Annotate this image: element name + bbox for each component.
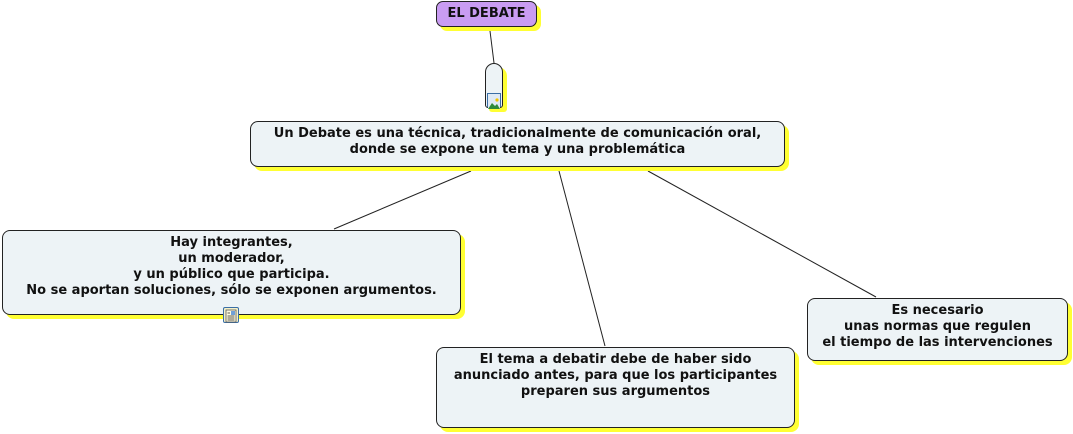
connector-main-to-bottom xyxy=(558,170,606,347)
connector-main-to-right xyxy=(647,170,877,298)
participants-node-label: Hay integrantes, un moderador, y un públ… xyxy=(26,235,437,298)
title-node[interactable]: EL DEBATE xyxy=(436,1,537,27)
connector-main-to-left xyxy=(333,170,472,230)
rules-node[interactable]: Es necesario unas normas que regulen el … xyxy=(807,298,1068,361)
main-node-label: Un Debate es una técnica, tradicionalmen… xyxy=(273,126,762,157)
announce-node[interactable]: El tema a debatir debe de haber sido anu… xyxy=(436,347,795,428)
image-icon[interactable] xyxy=(487,93,501,109)
connector-title-to-pill xyxy=(489,30,495,64)
rules-node-label: Es necesario unas normas que regulen el … xyxy=(822,303,1053,350)
title-node-label: EL DEBATE xyxy=(447,6,526,21)
note-icon[interactable] xyxy=(223,307,239,323)
main-node[interactable]: Un Debate es una técnica, tradicionalmen… xyxy=(250,121,785,167)
announce-node-label: El tema a debatir debe de haber sido anu… xyxy=(453,352,778,399)
participants-node[interactable]: Hay integrantes, un moderador, y un públ… xyxy=(2,230,461,315)
